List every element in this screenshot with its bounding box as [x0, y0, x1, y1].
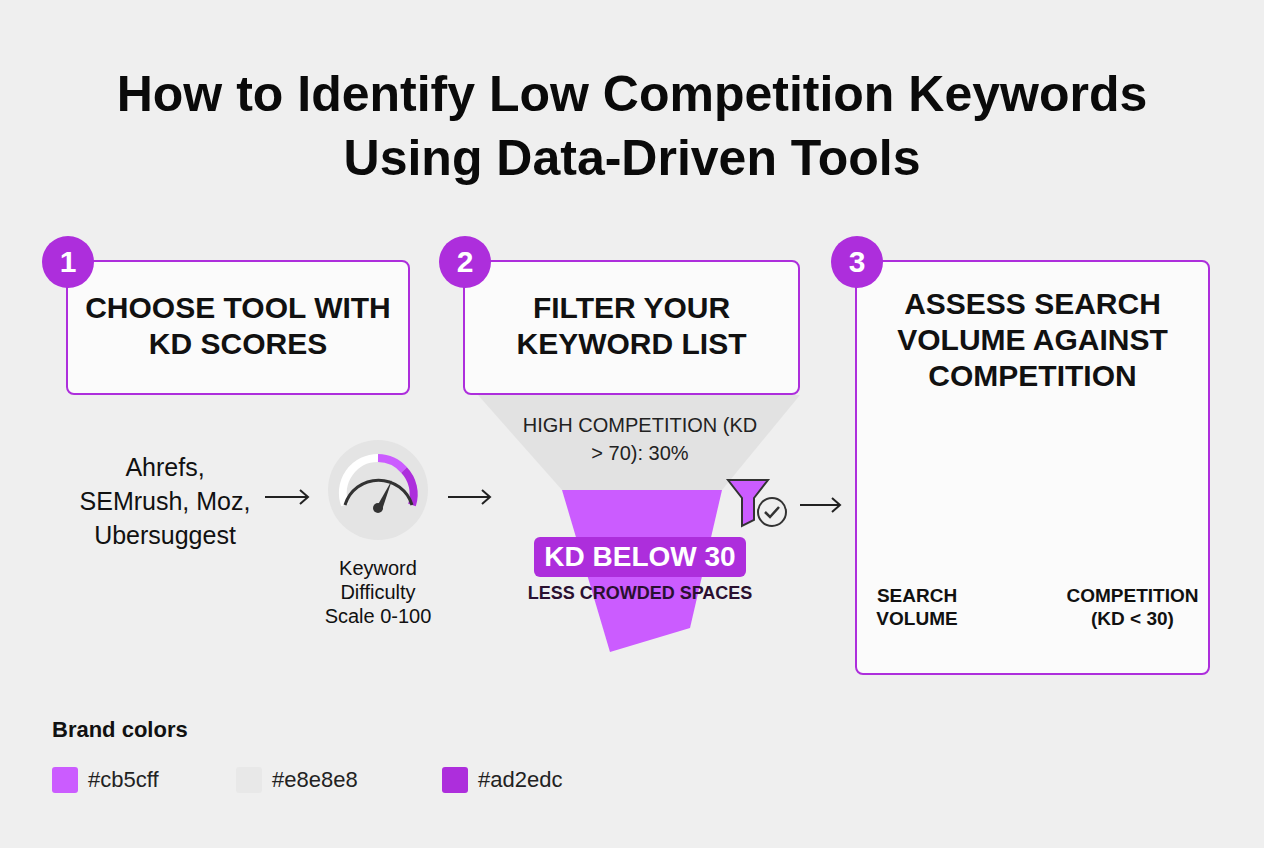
diagram-title: How to Identify Low Competition Keywords…	[112, 62, 1152, 190]
filter-icon	[728, 480, 786, 526]
legend-heading: Brand colors	[52, 716, 188, 744]
band-text: HIGH COMPETITION (KD > 70): 30%	[515, 411, 765, 467]
gauge-icon	[328, 440, 428, 540]
legend-text: #ad2edc	[478, 767, 562, 793]
process-box: 1CHOOSE TOOL WITH KD SCORES	[66, 260, 410, 395]
step-number: 2	[439, 236, 491, 288]
kd-pill: KD BELOW 30	[534, 537, 745, 577]
gauge-caption: Keyword Difficulty Scale 0-100	[313, 556, 443, 628]
funnel-band: KD BELOW 30 LESS CROWDED SPACES	[495, 530, 785, 610]
funnel-band: HIGH COMPETITION (KD > 70): 30%	[500, 405, 780, 473]
step-number: 3	[831, 236, 883, 288]
scale-label: COMPETITION (KD < 30)	[1060, 584, 1205, 630]
legend-item: #cb5cff	[52, 767, 159, 793]
step-heading: FILTER YOUR KEYWORD LIST	[475, 290, 788, 362]
legend-text: #cb5cff	[88, 767, 159, 793]
band-subtext: LESS CROWDED SPACES	[528, 583, 753, 604]
legend-swatch	[236, 767, 262, 793]
scale-label: SEARCH VOLUME	[862, 584, 972, 630]
legend-swatch	[52, 767, 78, 793]
legend-item: #ad2edc	[442, 767, 562, 793]
step-number: 1	[42, 236, 94, 288]
legend-item: #e8e8e8	[236, 767, 358, 793]
funnel-top	[478, 395, 800, 490]
step-heading: CHOOSE TOOL WITH KD SCORES	[78, 290, 398, 362]
process-box: 2FILTER YOUR KEYWORD LIST	[463, 260, 800, 395]
tool-list: Ahrefs, SEMrush, Moz, Ubersuggest	[75, 450, 255, 552]
legend-swatch	[442, 767, 468, 793]
legend-text: #e8e8e8	[272, 767, 358, 793]
step-heading: ASSESS SEARCH VOLUME AGAINST COMPETITION	[867, 286, 1198, 394]
